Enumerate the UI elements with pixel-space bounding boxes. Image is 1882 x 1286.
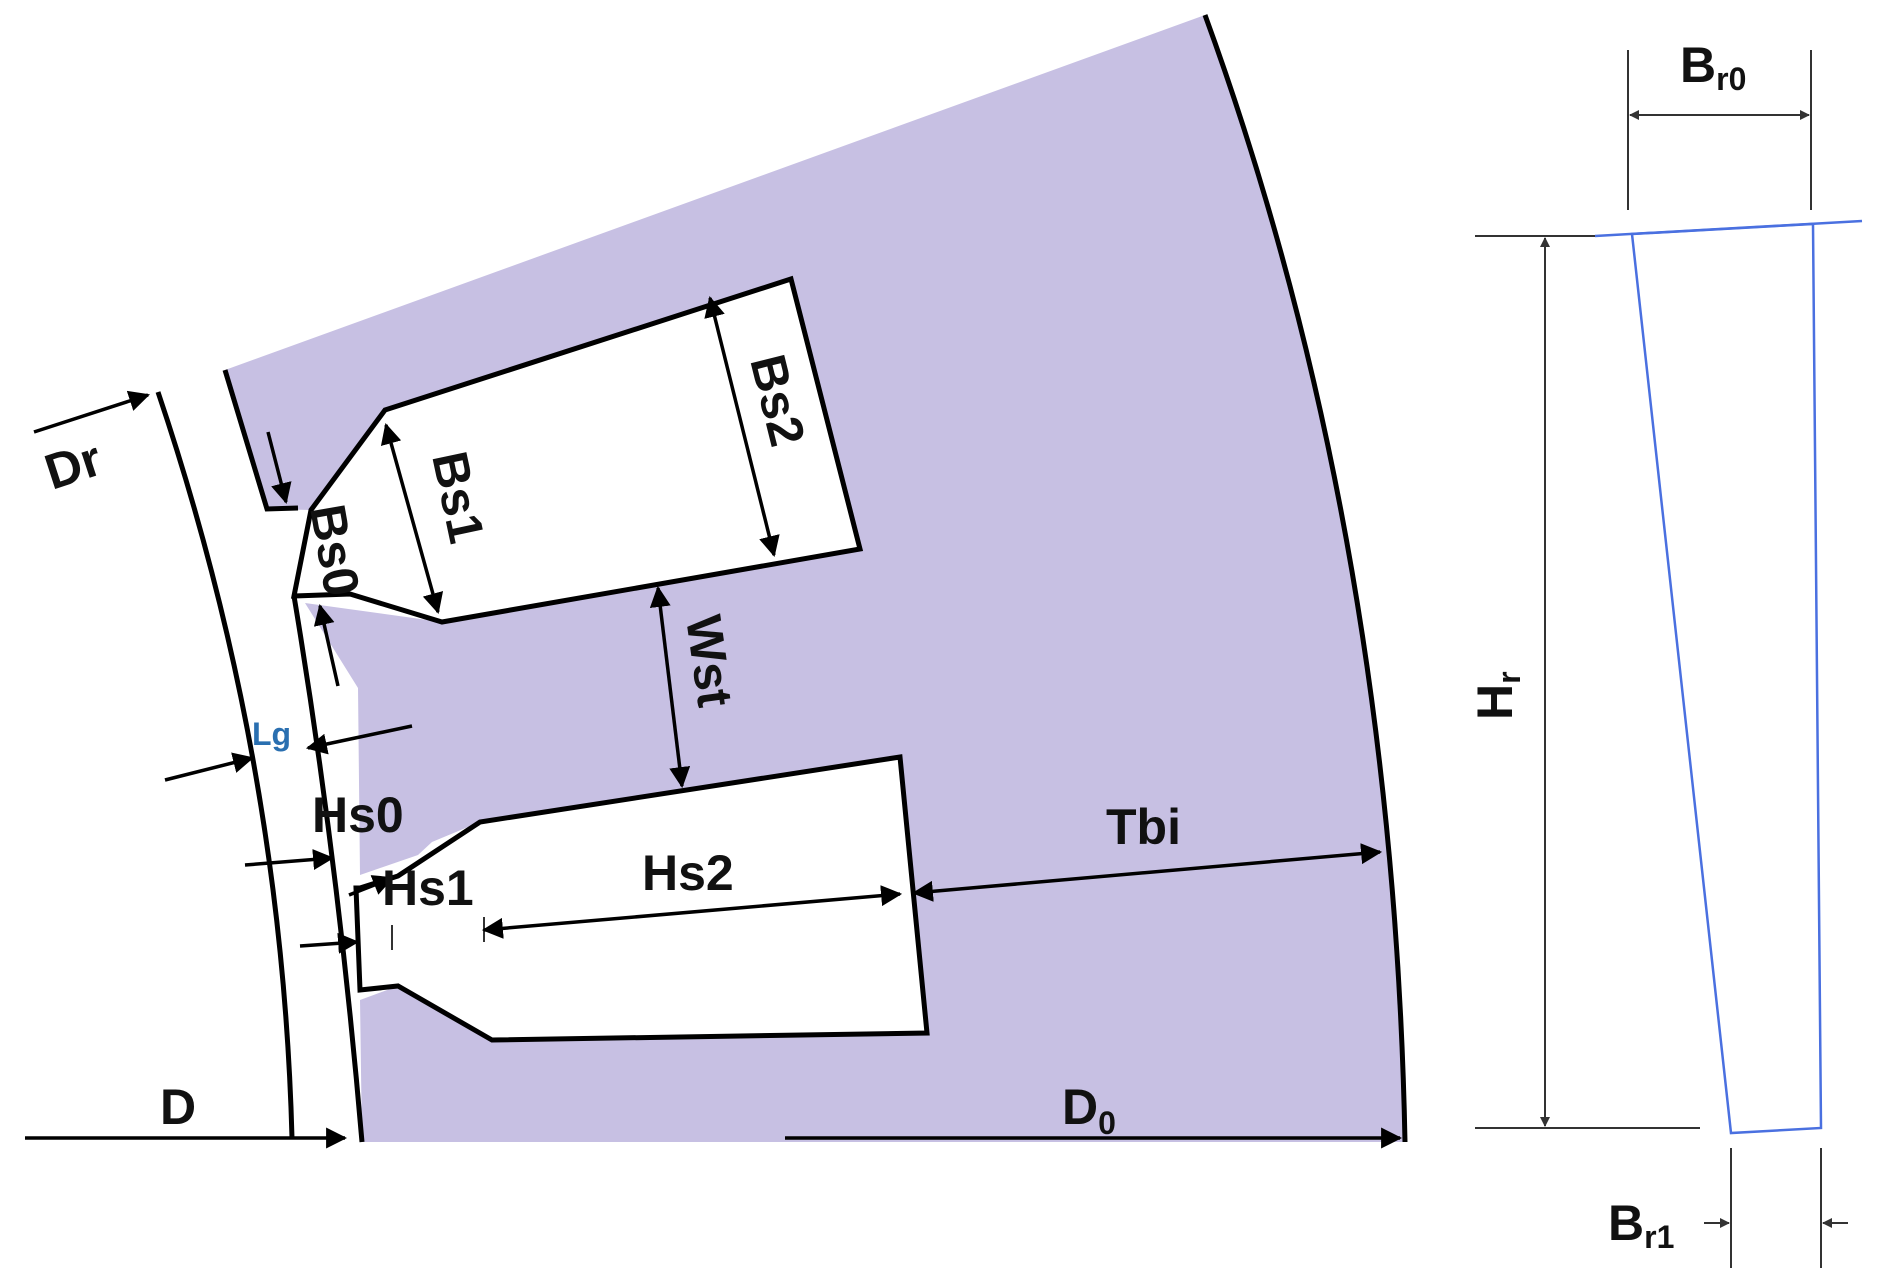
hr-label: Hr xyxy=(1467,671,1527,720)
d0-label: D0 xyxy=(1062,1079,1116,1141)
wst-label: Wst xyxy=(675,612,743,711)
bs0-arrow-top xyxy=(266,431,292,505)
hs0-label: Hs0 xyxy=(312,787,404,843)
tbi-label: Tbi xyxy=(1106,799,1181,855)
d0-label-sub: 0 xyxy=(1098,1105,1116,1141)
stator-core-fill xyxy=(225,15,1405,1142)
hs1-arrow-bottom xyxy=(299,932,360,954)
lg-label: Lg xyxy=(252,716,291,752)
lg-arrow-left xyxy=(164,752,255,782)
br0-label: Br0 xyxy=(1680,37,1746,97)
stator-outer-arc xyxy=(1202,14,1408,1143)
rotor-bar-outline xyxy=(1630,222,1823,1135)
hs0-arrow xyxy=(244,849,335,870)
lg-arrow-right xyxy=(305,724,413,755)
upper-slot-outline xyxy=(290,275,864,625)
d-label: D xyxy=(160,1079,196,1135)
bs0-arrow-bottom xyxy=(313,603,340,687)
hr-label-main: H xyxy=(1467,684,1523,720)
bs1-arrow xyxy=(380,422,444,615)
hs2-label: Hs2 xyxy=(642,845,734,901)
bs2-label: Bs2 xyxy=(739,349,816,452)
dr-arrow xyxy=(33,390,150,434)
dr-label: Dr xyxy=(38,430,108,500)
d0-label-main: D xyxy=(1062,1079,1098,1135)
br0-label-main: B xyxy=(1680,37,1716,93)
stator-sector xyxy=(222,14,1408,1143)
bs2-arrow xyxy=(704,295,780,558)
stator-top-edge xyxy=(222,369,299,512)
br1-label-main: B xyxy=(1608,1195,1644,1251)
hr-label-sub: r xyxy=(1491,671,1527,683)
br1-label-sub: r1 xyxy=(1644,1219,1674,1255)
br1-label: Br1 xyxy=(1608,1195,1674,1255)
bs0-label: Bs0 xyxy=(299,500,370,600)
rotor-bar-diagram: Br0 Br1 Hr xyxy=(1467,37,1863,1268)
br0-label-sub: r0 xyxy=(1716,61,1746,97)
hs2-arrow xyxy=(481,885,903,939)
bs1-label: Bs1 xyxy=(421,447,495,548)
wst-arrow xyxy=(649,585,691,789)
hs1-arrow-top xyxy=(348,875,394,897)
tbi-arrow xyxy=(911,843,1383,902)
hs1-label: Hs1 xyxy=(382,860,474,916)
